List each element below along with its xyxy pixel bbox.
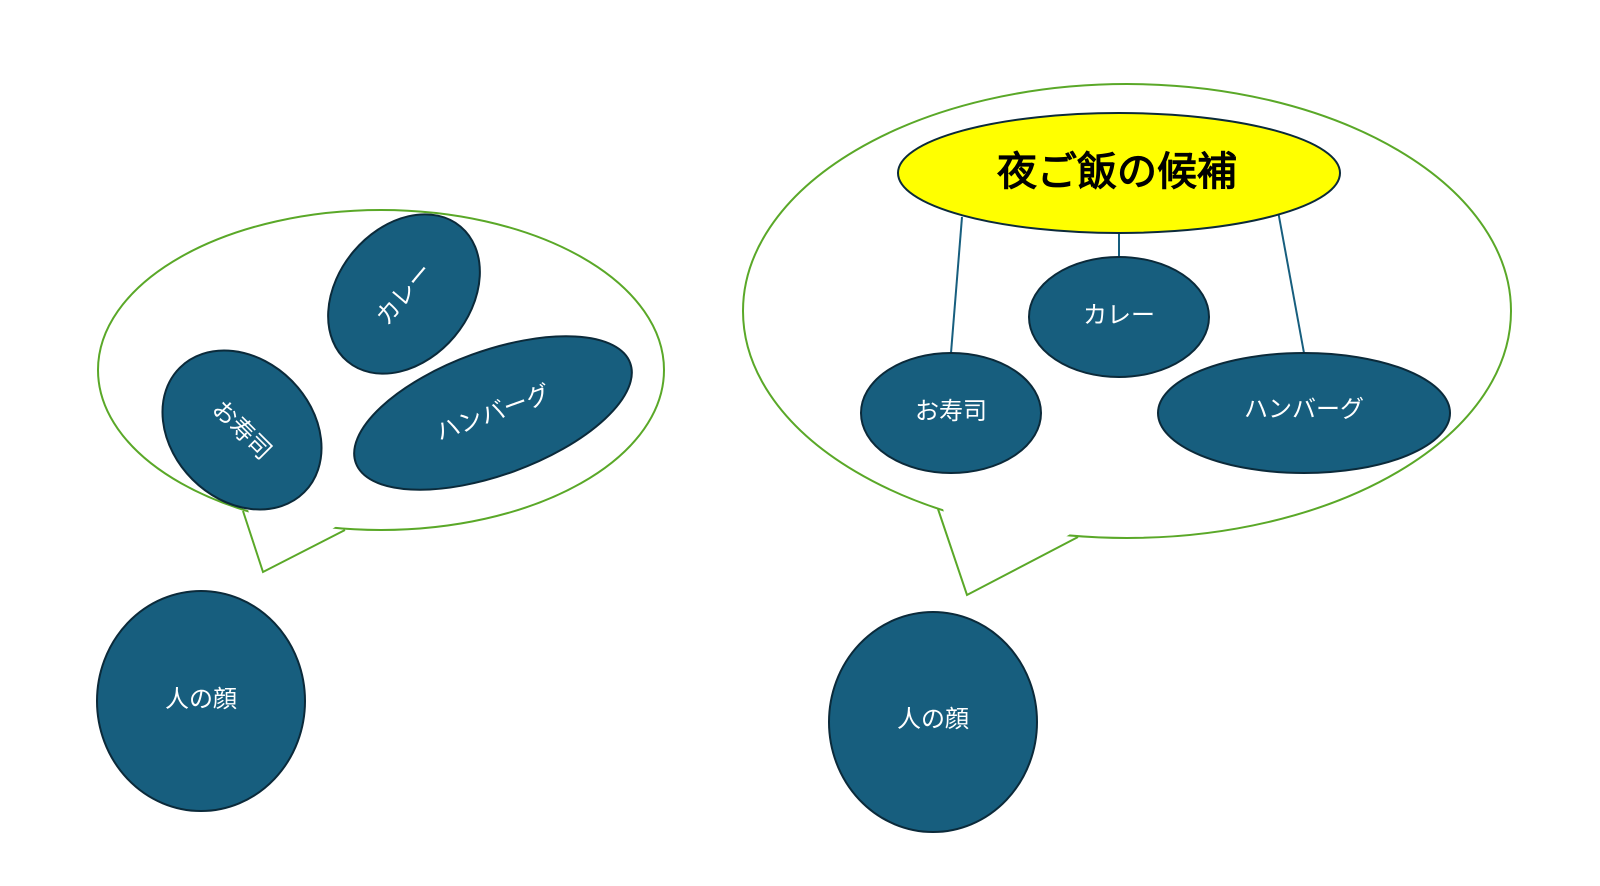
right-face-label: 人の顔	[897, 705, 969, 733]
right-face: 人の顔	[828, 611, 1038, 833]
right-node-sushi: お寿司	[860, 352, 1042, 474]
right-speech-bubble	[742, 83, 1512, 597]
left-node-sushi: お寿司	[161, 349, 323, 511]
left-face-label: 人の顔	[165, 685, 237, 713]
right-node-hamburg-label: ハンバーグ	[1244, 395, 1364, 423]
right-node-curry: カレー	[1028, 256, 1210, 378]
right-node-hamburg: ハンバーグ	[1157, 352, 1451, 474]
left-diagram: カレー お寿司 ハンバーグ 人の顔	[96, 209, 665, 812]
connector-hamburg	[1277, 210, 1305, 354]
left-face: 人の顔	[96, 590, 306, 812]
connector-sushi	[950, 216, 963, 354]
left-node-curry: カレー	[327, 213, 481, 375]
right-diagram: 夜ご飯の候補 カレー お寿司 ハンバーグ 人の顔	[742, 83, 1512, 833]
left-speech-bubble	[97, 209, 665, 574]
right-node-sushi-label: お寿司	[915, 397, 987, 425]
title-label: 夜ご飯の候補	[996, 149, 1237, 195]
right-node-curry-label: カレー	[1083, 301, 1155, 329]
title-node: 夜ご飯の候補	[897, 112, 1341, 234]
left-node-hamburg: ハンバーグ	[353, 335, 633, 491]
